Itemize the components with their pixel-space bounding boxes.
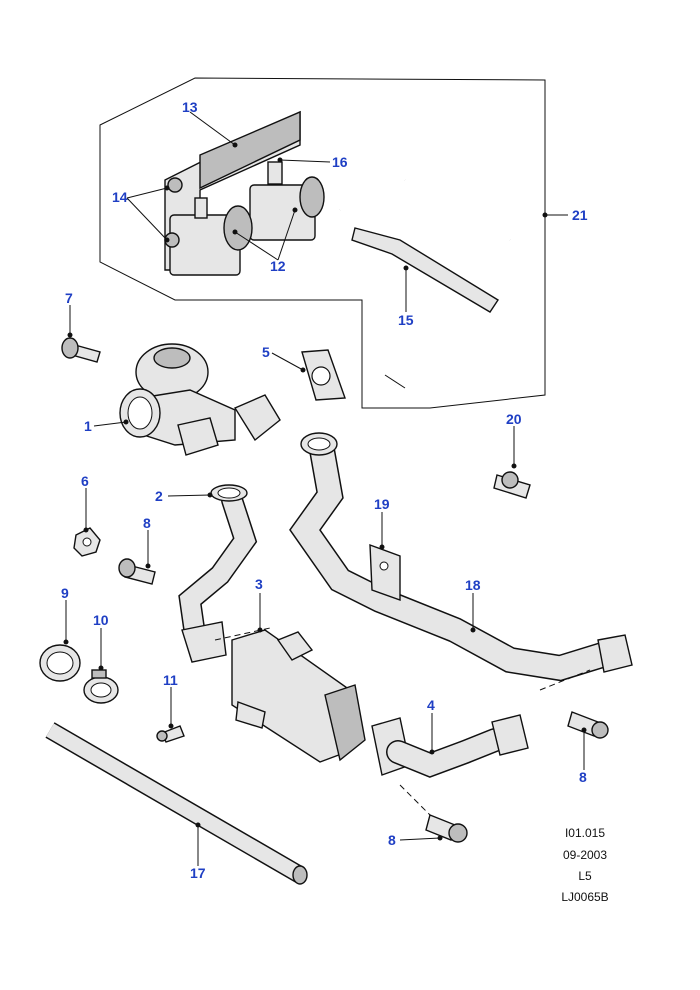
bracket-19	[369, 543, 401, 601]
alignment-line	[539, 669, 591, 691]
callout-21: 21	[572, 207, 588, 223]
reference-code: I01.015	[564, 826, 606, 840]
callout-18: 18	[465, 577, 481, 593]
connector	[493, 471, 531, 499]
egr-valve	[119, 343, 281, 456]
callout-20: 20	[506, 411, 522, 427]
inset-boundary	[99, 77, 546, 409]
leader-dots	[63, 142, 587, 841]
bolt-11	[156, 725, 185, 743]
callout-19: 19	[374, 496, 390, 512]
egr-cooler	[231, 629, 366, 763]
callout-1: 1	[84, 418, 92, 434]
callout-12: 12	[270, 258, 286, 274]
reference-variant: L5	[578, 869, 592, 883]
bolt-8-lower	[425, 814, 468, 843]
bolt-8-upper	[118, 558, 156, 585]
reference-date: 09-2003	[562, 848, 608, 862]
callout-8-lower: 8	[388, 832, 396, 848]
callout-7: 7	[65, 290, 73, 306]
bolt-7	[61, 337, 101, 363]
callout-6: 6	[81, 473, 89, 489]
flexible-pipe-4	[371, 714, 529, 778]
leader-lines	[65, 111, 585, 866]
callout-13: 13	[182, 99, 198, 115]
callout-3: 3	[255, 576, 263, 592]
callout-16: 16	[332, 154, 348, 170]
callout-5: 5	[262, 344, 270, 360]
flexible-pipe-2	[178, 484, 258, 663]
callout-8-right: 8	[579, 769, 587, 785]
gasket	[301, 349, 346, 401]
nut	[73, 527, 101, 557]
callout-17: 17	[190, 865, 206, 881]
callout-8-upper: 8	[143, 515, 151, 531]
callout-14: 14	[112, 189, 128, 205]
callout-10: 10	[93, 612, 109, 628]
vacuum-pipe-assembly	[339, 123, 517, 389]
callout-9: 9	[61, 585, 69, 601]
hose	[45, 722, 308, 885]
clamp	[83, 669, 119, 704]
bolt-8-right	[567, 711, 609, 739]
alignment-line	[399, 784, 431, 816]
callout-2: 2	[155, 488, 163, 504]
solenoid-valve-bracket	[164, 110, 325, 276]
egr-pipe-18	[289, 432, 633, 682]
seal-ring	[39, 644, 81, 682]
callout-15: 15	[398, 312, 414, 328]
drawing-number: LJ0065B	[561, 890, 609, 904]
callout-4: 4	[427, 697, 435, 713]
callout-11: 11	[163, 672, 178, 688]
